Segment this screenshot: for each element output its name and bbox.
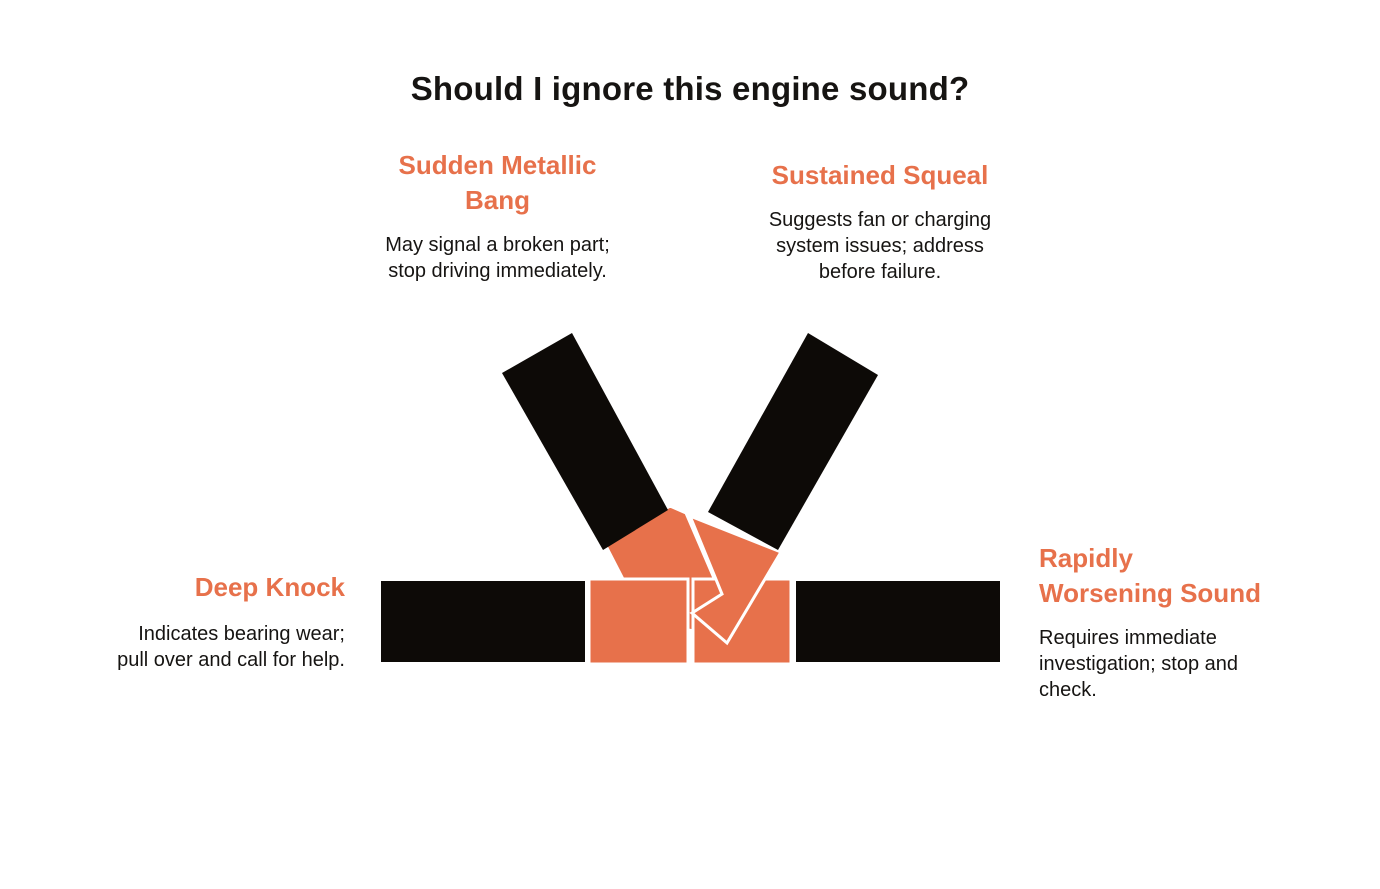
title-line: Worsening Sound [1039, 578, 1261, 608]
desc-line: Suggests fan or charging [768, 209, 992, 231]
title-line: Sudden Metallic [398, 150, 597, 180]
node-sudden-metallic-bang-title: Sudden Metallic Bang [360, 148, 635, 218]
node-sudden-metallic-bang-desc: May signal a broken part; stop driving i… [360, 232, 635, 284]
desc-line: stop driving immediately. [388, 260, 607, 282]
node-sustained-squeal: Sustained Squeal Suggests fan or chargin… [735, 158, 1025, 285]
bar-center-left-orange-segment [587, 577, 690, 666]
desc-line: investigation; stop and [1039, 653, 1239, 675]
bar-right-black-segment [796, 581, 1000, 662]
desc-line: Indicates bearing wear; [138, 623, 345, 645]
left-arm-shape [502, 333, 668, 550]
node-sustained-squeal-title: Sustained Squeal [735, 158, 1025, 193]
node-deep-knock-desc: Indicates bearing wear; pull over and ca… [70, 621, 345, 673]
node-rapidly-worsening-sound-title: Rapidly Worsening Sound [1039, 541, 1299, 611]
node-rapidly-worsening-sound: Rapidly Worsening Sound Requires immedia… [1039, 541, 1299, 703]
page-title: Should I ignore this engine sound? [410, 70, 970, 107]
desc-line: Requires immediate [1039, 627, 1217, 649]
desc-line: pull over and call for help. [117, 649, 345, 671]
node-deep-knock-title: Deep Knock [70, 570, 345, 605]
desc-line: May signal a broken part; [385, 234, 610, 256]
node-rapidly-worsening-sound-desc: Requires immediate investigation; stop a… [1039, 625, 1299, 703]
right-fold-joint-shape [687, 513, 784, 646]
title-line: Sustained Squeal [771, 160, 989, 190]
title-line: Rapidly [1039, 543, 1133, 573]
desc-line: system issues; address [776, 235, 984, 257]
node-sudden-metallic-bang: Sudden Metallic Bang May signal a broken… [360, 148, 635, 284]
title-line: Bang [465, 185, 530, 215]
desc-line: before failure. [818, 261, 942, 283]
node-deep-knock: Deep Knock Indicates bearing wear; pull … [70, 570, 345, 673]
node-sustained-squeal-desc: Suggests fan or charging system issues; … [735, 207, 1025, 285]
right-arm-shape [708, 333, 878, 550]
desc-line: check. [1039, 679, 1097, 701]
bar-left-black-segment [381, 581, 585, 662]
title-line: Deep Knock [194, 572, 345, 602]
